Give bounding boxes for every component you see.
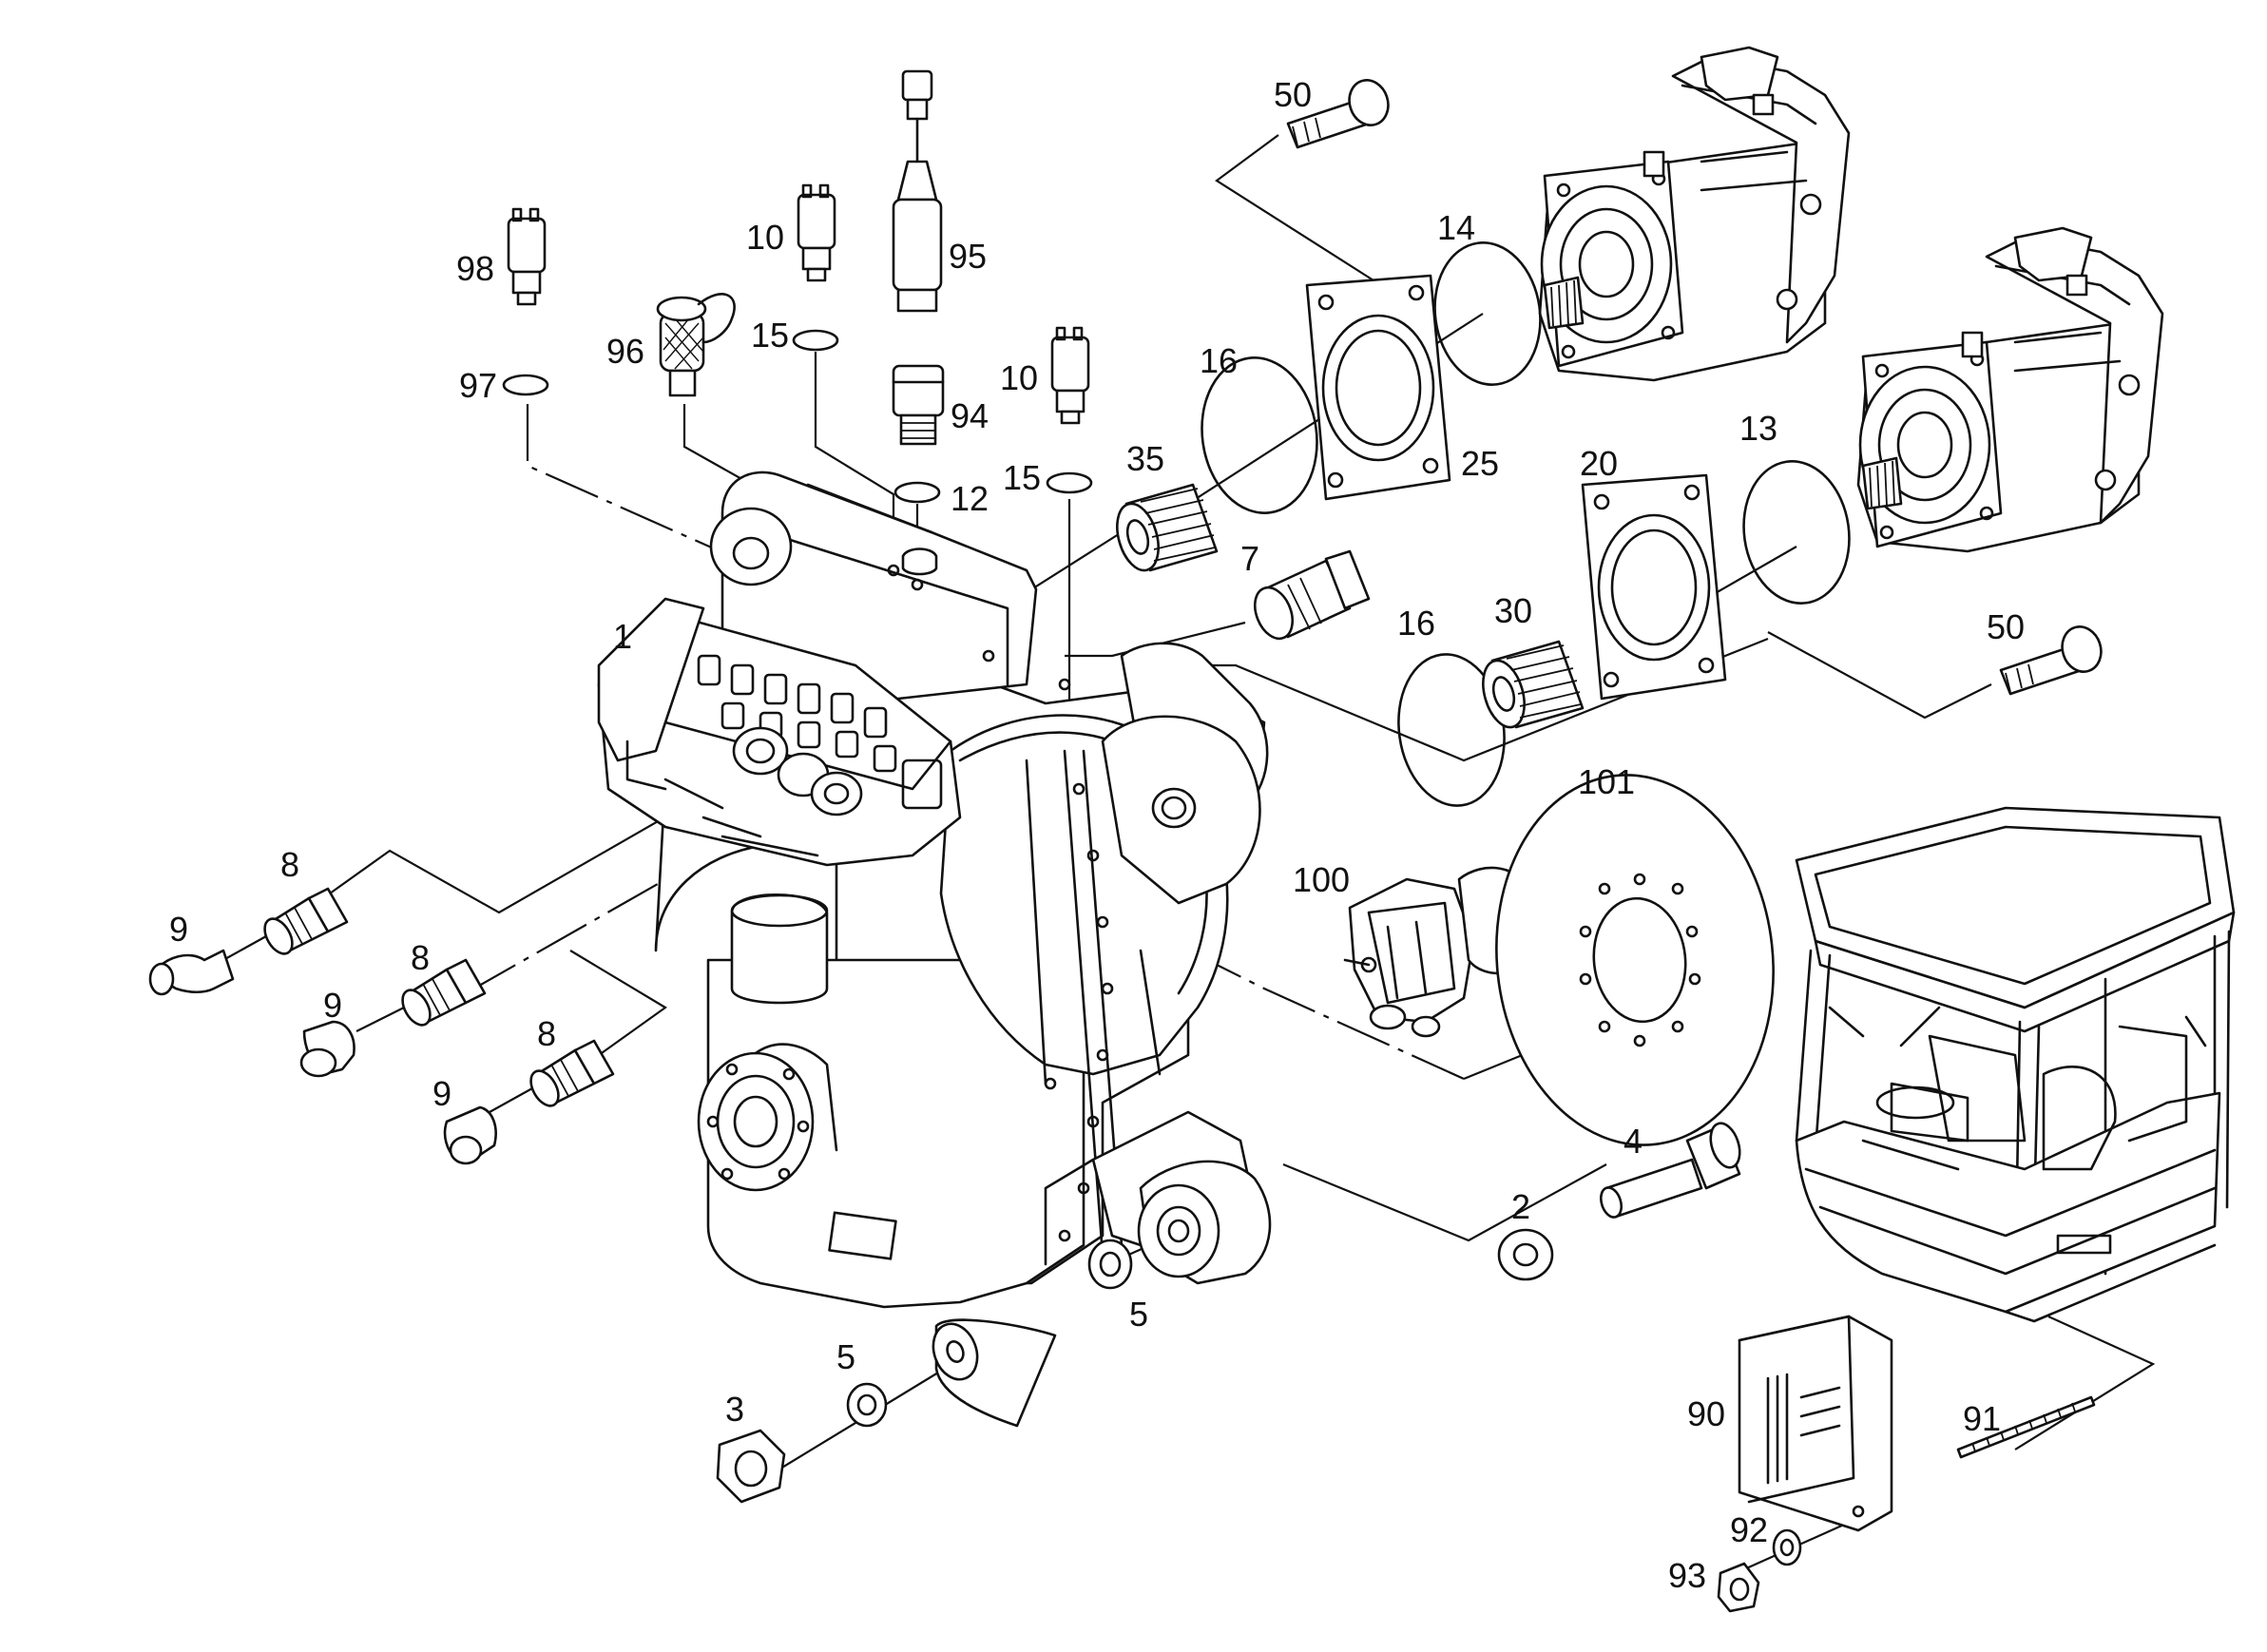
callout-8-upper: 8 (280, 845, 299, 884)
callout-7: 7 (1240, 539, 1259, 578)
callout-1: 1 (613, 617, 632, 656)
nut-93 (1717, 1562, 1760, 1613)
callout-16-upper: 16 (1200, 341, 1238, 380)
washer-92 (1772, 1528, 1802, 1566)
connector-96 (656, 293, 736, 397)
coupling-35 (1116, 483, 1219, 572)
hydraulic-motor-lower (1856, 226, 2164, 553)
callout-10-left: 10 (746, 218, 784, 257)
callout-98: 98 (456, 249, 494, 288)
callout-3: 3 (725, 1390, 744, 1429)
callout-labels: 1 2 3 4 5 5 7 8 8 8 9 9 9 10 10 12 13 14… (169, 75, 2025, 1595)
plug-8-middle (401, 958, 487, 1027)
flange-25 (1305, 274, 1451, 501)
o-ring-12 (893, 481, 941, 504)
washer-2 (1497, 1228, 1554, 1281)
callout-9-lower: 9 (432, 1074, 451, 1113)
bolt-50-upper (1286, 79, 1390, 149)
o-ring-13 (1742, 460, 1851, 605)
callout-10-right: 10 (1000, 358, 1038, 397)
callout-101: 101 (1578, 762, 1635, 801)
brake-disc-101 (1495, 774, 1775, 1146)
callout-50-upper: 50 (1274, 75, 1312, 114)
callout-94: 94 (951, 396, 989, 435)
callout-16-lower: 16 (1397, 604, 1435, 643)
o-ring-14 (1433, 241, 1542, 386)
pressure-switch-98 (507, 207, 547, 306)
callout-95: 95 (949, 237, 987, 276)
callout-5-right: 5 (1129, 1295, 1148, 1334)
bolt-4 (1599, 1122, 1741, 1219)
washer-5-left (846, 1382, 888, 1428)
callout-96: 96 (606, 332, 644, 371)
callout-92: 92 (1730, 1510, 1768, 1549)
elbow-9-middle (299, 1020, 355, 1078)
callout-8-lower: 8 (537, 1014, 556, 1053)
flange-20 (1581, 473, 1727, 701)
hydraulic-motor-upper (1538, 46, 1851, 382)
callout-13: 13 (1739, 409, 1777, 448)
callout-5-left: 5 (836, 1337, 855, 1376)
pressure-switch-10-left (797, 183, 836, 282)
callout-100: 100 (1293, 860, 1350, 899)
bushing-sleeve (932, 1318, 1057, 1428)
elbow-9-lower (443, 1105, 497, 1165)
callout-9-middle: 9 (323, 986, 342, 1025)
callout-93: 93 (1668, 1556, 1706, 1595)
callout-50-lower: 50 (1987, 607, 2025, 646)
stud-91 (1956, 1395, 2096, 1459)
callout-35: 35 (1126, 439, 1164, 478)
callout-15-right: 15 (1003, 458, 1041, 497)
o-ring-15-left (792, 329, 839, 352)
fitting-7 (1253, 549, 1371, 641)
plug-8-upper (263, 887, 349, 955)
callout-97: 97 (459, 366, 497, 405)
o-ring-16-upper (1201, 356, 1318, 514)
nut-3 (716, 1429, 786, 1504)
callout-12: 12 (951, 479, 989, 518)
callout-30: 30 (1494, 591, 1532, 630)
control-unit-90 (1738, 1315, 1893, 1532)
callout-2: 2 (1511, 1187, 1530, 1226)
callout-15-left: 15 (751, 316, 789, 355)
callout-4: 4 (1623, 1122, 1643, 1161)
pressure-switch-10-right (1050, 326, 1090, 425)
coupling-30 (1482, 640, 1585, 729)
operator-cab (1795, 806, 2236, 1323)
adapter-94 (892, 364, 945, 446)
callout-90: 90 (1687, 1394, 1725, 1433)
washer-5-right (1087, 1239, 1133, 1290)
plug-8-lower (529, 1039, 615, 1107)
callout-8-middle: 8 (411, 938, 430, 977)
callout-14: 14 (1437, 208, 1475, 247)
elbow-9-upper (148, 949, 235, 996)
callout-9-upper: 9 (169, 910, 188, 949)
o-ring-15-right (1046, 471, 1093, 494)
callout-91: 91 (1963, 1399, 2001, 1438)
o-ring-97 (502, 374, 549, 396)
callout-25: 25 (1461, 444, 1499, 483)
transmission-housing (597, 471, 1272, 1309)
bolt-50-lower (1999, 625, 2103, 696)
callout-20: 20 (1580, 444, 1618, 483)
temperature-sensor-95 (892, 69, 943, 313)
